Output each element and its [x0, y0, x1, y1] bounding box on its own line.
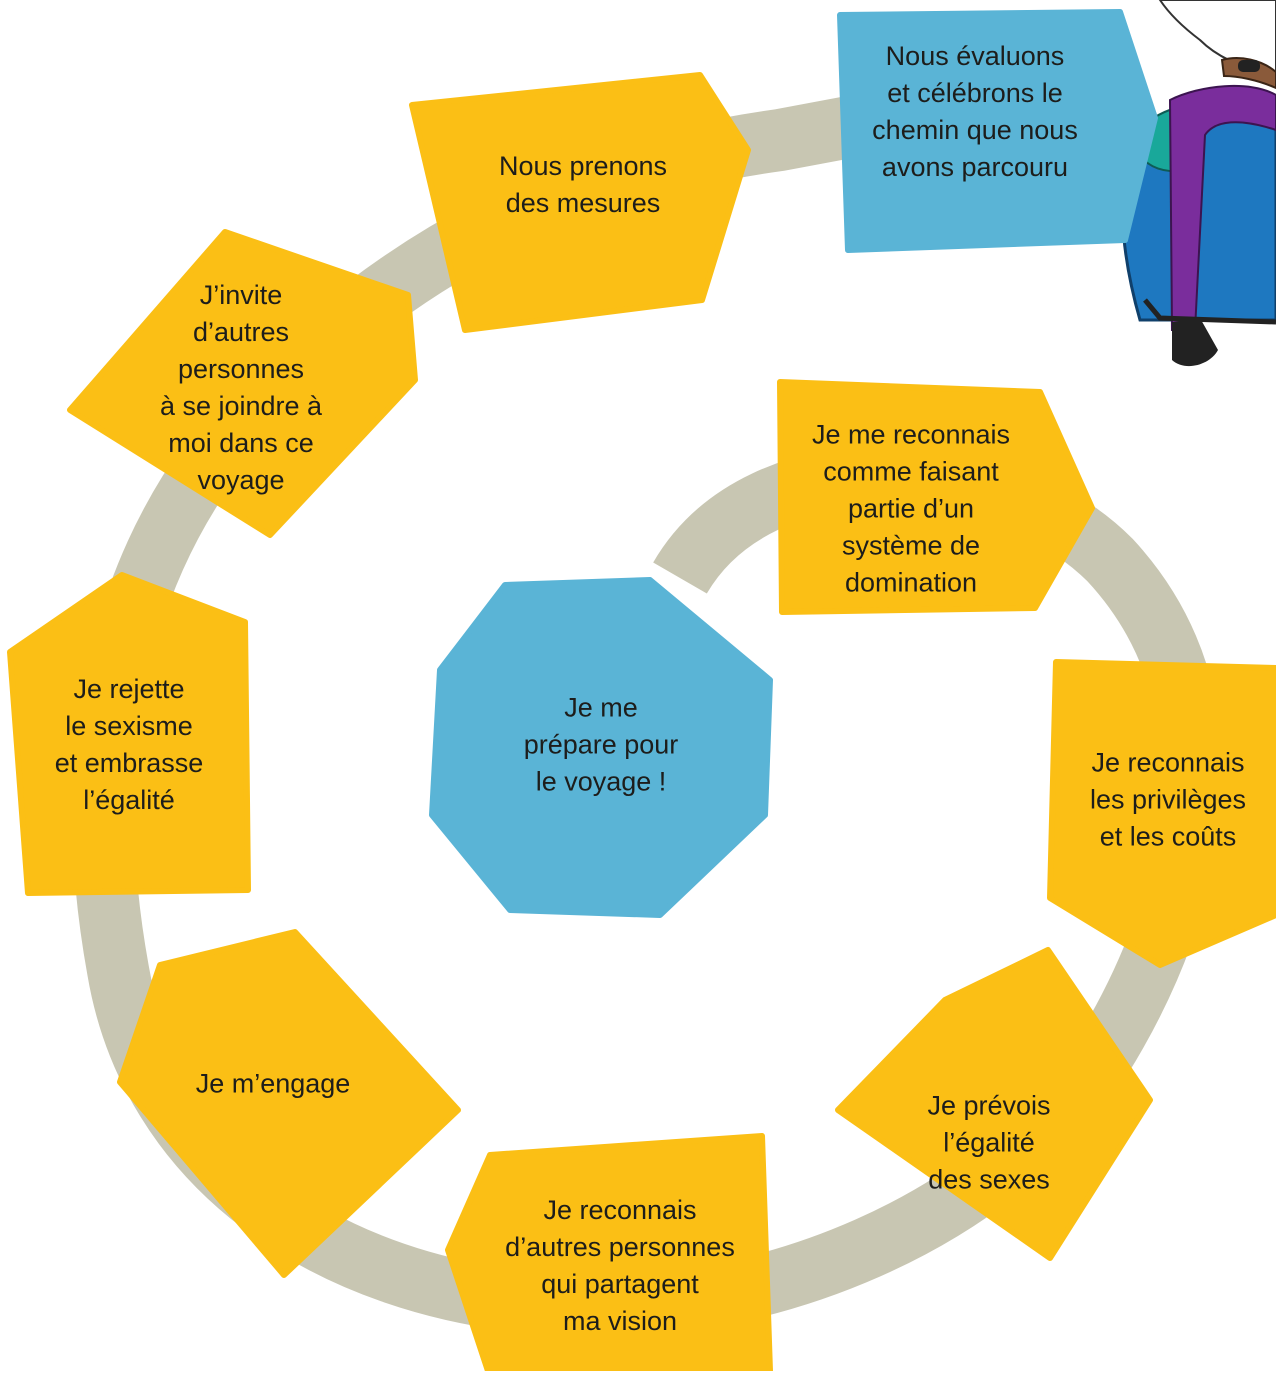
- step-line: qui partagent: [541, 1269, 699, 1299]
- step-shape-commit: [117, 929, 461, 1278]
- step-line: partie d’un: [847, 493, 975, 524]
- step-shape-invite-others: [67, 229, 418, 538]
- step-line: comme faisant: [823, 456, 999, 487]
- step-label-foresee-equality: Je prévois l’égalité des sexes: [927, 1088, 1050, 1199]
- step-label-privileges: Je reconnais les privilèges et les coûts: [1090, 745, 1246, 856]
- step-line: les privilèges: [1089, 784, 1247, 815]
- step-label-invite-others: J’invite d’autres personnes à se joindre…: [160, 277, 322, 499]
- step-line: Je prévois: [927, 1090, 1051, 1121]
- step-line: le sexisme: [65, 711, 193, 741]
- step-line: moi dans ce: [168, 428, 314, 458]
- step-label-commit: Je m’engage: [196, 1066, 351, 1103]
- step-line: J’invite: [199, 280, 283, 310]
- step-line: à se joindre à: [159, 391, 323, 421]
- step-label-take-action: Nous prenons des mesures: [499, 148, 667, 222]
- step-line: Nous évaluons: [885, 41, 1065, 71]
- step-line: personnes: [177, 354, 305, 384]
- step-line: Je reconnais: [543, 1195, 697, 1225]
- step-line: ma vision: [562, 1306, 678, 1336]
- step-label-celebrate: Nous évaluons et célébrons le chemin que…: [872, 38, 1078, 186]
- step-line: système de: [841, 530, 981, 561]
- step-line: Je reconnais: [1091, 747, 1245, 778]
- step-line: domination: [844, 567, 978, 598]
- step-line: l’égalité: [943, 1127, 1035, 1158]
- step-line: d’autres: [192, 317, 290, 347]
- step-shape-prepare: [429, 577, 773, 918]
- step-line: avons parcouru: [881, 152, 1069, 182]
- step-line: Je m’engage: [195, 1068, 351, 1099]
- step-line: des mesures: [505, 188, 661, 218]
- step-label-prepare: Je me prépare pour le voyage !: [524, 690, 679, 801]
- step-line: et les coûts: [1099, 821, 1237, 852]
- step-line: Je me: [564, 692, 638, 723]
- step-shape-celebrate: [837, 9, 1158, 253]
- step-shape-recognize-system: [777, 379, 1095, 615]
- step-line: des sexes: [928, 1164, 1050, 1195]
- step-line: chemin que nous: [872, 115, 1078, 145]
- step-label-shared-vision: Je reconnais d’autres personnes qui part…: [505, 1192, 735, 1340]
- step-line: d’autres personnes: [505, 1232, 735, 1262]
- step-line: l’égalité: [83, 785, 175, 815]
- step-line: voyage: [197, 465, 285, 495]
- step-label-recognize-system: Je me reconnais comme faisant partie d’u…: [812, 417, 1010, 602]
- step-shape-take-action: [409, 72, 751, 333]
- step-label-reject-sexism: Je rejette le sexisme et embrasse l’égal…: [55, 671, 204, 819]
- step-shape-reject-sexism: [7, 572, 251, 896]
- step-line: le voyage !: [535, 766, 667, 797]
- step-line: Je rejette: [73, 674, 185, 704]
- step-shape-foresee-equality: [835, 947, 1153, 1261]
- step-line: Nous prenons: [498, 151, 668, 181]
- step-shape-shared-vision: [445, 1133, 773, 1374]
- step-line: et célébrons le: [887, 78, 1063, 108]
- step-line: et embrasse: [54, 748, 204, 778]
- step-shape-privileges: [1047, 659, 1276, 968]
- step-line: prépare pour: [523, 729, 679, 760]
- seated-person-illustration: [1120, 0, 1276, 367]
- step-line: Je me reconnais: [811, 419, 1011, 450]
